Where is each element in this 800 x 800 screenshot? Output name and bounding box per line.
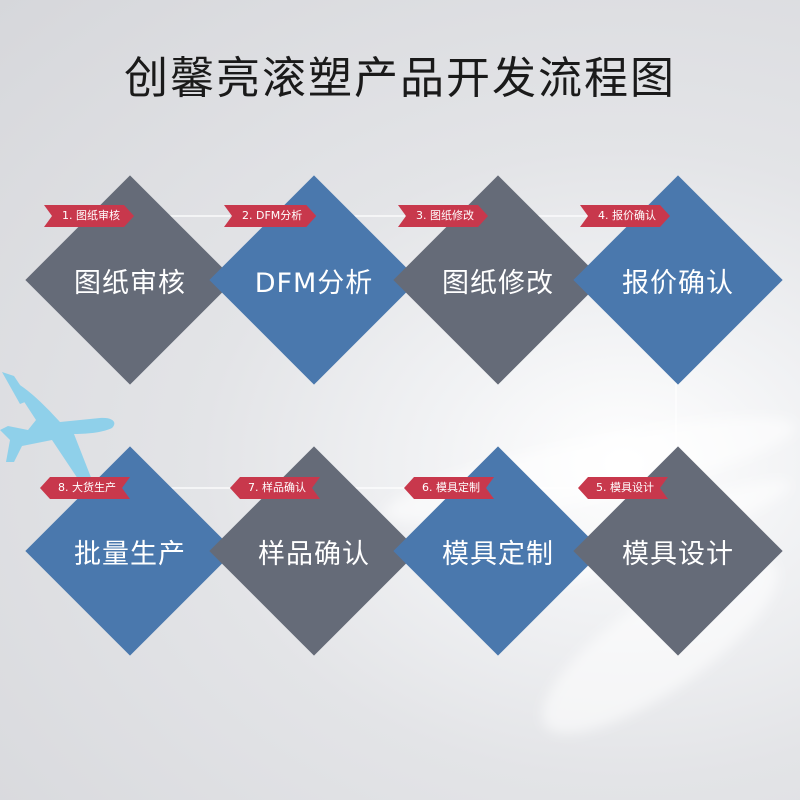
step-card-5: 模具设计 — [574, 447, 782, 655]
step-label: 批量生产 — [74, 538, 186, 570]
step-card-7: 样品确认 — [210, 447, 418, 655]
step-tag-7: 7. 样品确认 — [230, 477, 320, 499]
step-label: 图纸审核 — [74, 267, 186, 299]
step-tag-3: 3. 图纸修改 — [398, 205, 488, 227]
step-card-6: 模具定制 — [394, 447, 602, 655]
step-label: 报价确认 — [622, 267, 734, 299]
step-card-8: 批量生产 — [26, 447, 234, 655]
step-tag-4: 4. 报价确认 — [580, 205, 670, 227]
step-label: 图纸修改 — [442, 267, 554, 299]
step-tag-8: 8. 大货生产 — [40, 477, 130, 499]
step-label: 模具定制 — [442, 538, 554, 570]
step-card-4: 报价确认 — [574, 176, 782, 384]
step-tag-6: 6. 模具定制 — [404, 477, 494, 499]
step-label: 模具设计 — [622, 538, 734, 570]
step-card-2: DFM分析 — [210, 176, 418, 384]
page-title: 创馨亮滚塑产品开发流程图 — [124, 53, 676, 104]
step-tag-5: 5. 模具设计 — [578, 477, 668, 499]
step-card-3: 图纸修改 — [394, 176, 602, 384]
airplane-icon — [0, 372, 115, 482]
step-label: DFM分析 — [254, 267, 374, 299]
step-tag-2: 2. DFM分析 — [224, 205, 316, 227]
step-label: 样品确认 — [258, 538, 370, 570]
step-card-1: 图纸审核 — [26, 176, 234, 384]
step-tag-1: 1. 图纸审核 — [44, 205, 134, 227]
